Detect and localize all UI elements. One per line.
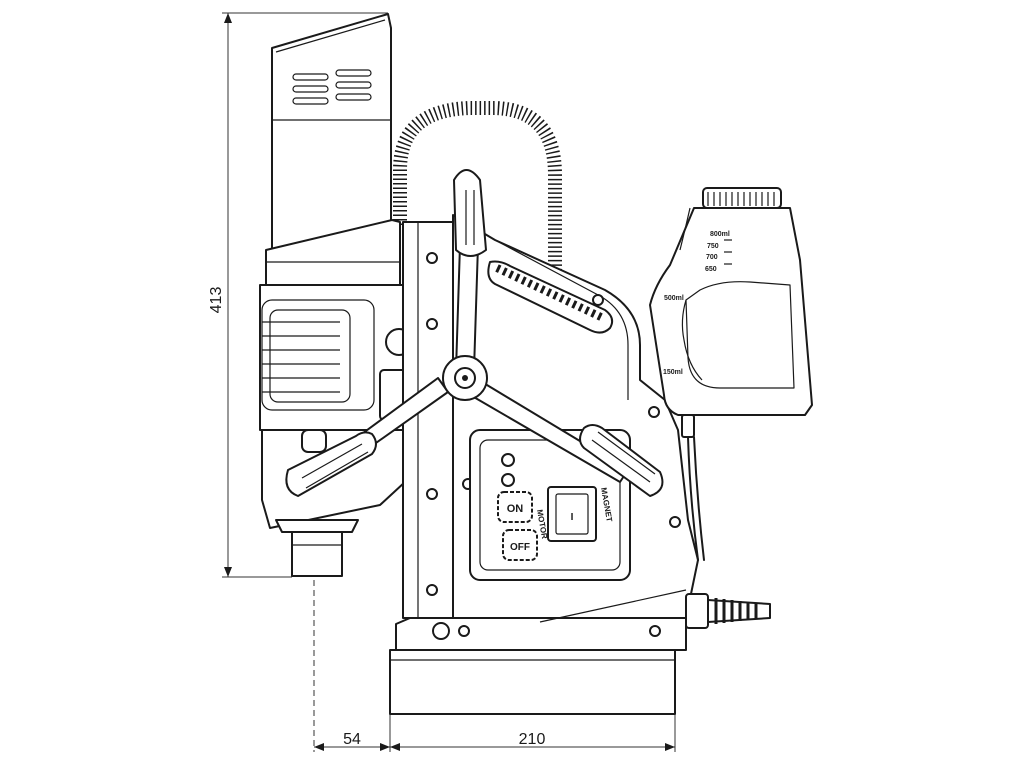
bottle-graduation-750: 750: [707, 243, 719, 250]
gearbox-ribs: [262, 321, 340, 393]
magnet-switch-mark: I: [571, 512, 574, 523]
height-dimension-label: 413: [208, 287, 225, 314]
magnet-base: [389, 617, 687, 715]
coolant-bottle: 800ml 750 700 650 500ml 150ml: [649, 187, 813, 561]
motor-on-button[interactable]: ON: [497, 491, 533, 523]
motor-off-button[interactable]: OFF: [502, 529, 538, 561]
motor-on-label: ON: [507, 503, 524, 515]
feed-handle-assembly[interactable]: [285, 169, 664, 497]
motor-off-label: OFF: [510, 542, 530, 553]
bottle-graduation-800: 800ml: [710, 231, 730, 238]
motor-housing: [265, 13, 401, 286]
handle-grip-band: [487, 260, 614, 334]
power-cable-strain-relief: [685, 593, 771, 629]
bottle-graduation-150: 150ml: [663, 369, 683, 376]
slide-column: [402, 221, 454, 619]
gearbox: [259, 284, 419, 529]
height-dimension: 413: [208, 12, 388, 578]
offset-dimension-label: 54: [343, 731, 361, 748]
bottle-graduation-650: 650: [705, 266, 717, 273]
bottle-graduation-500: 500ml: [664, 295, 684, 302]
bottom-dimensions: 54 210: [313, 530, 676, 752]
spindle: [275, 519, 359, 577]
bottle-graduation-700: 700: [706, 254, 718, 261]
control-panel: ON OFF MOTOR I MAGNET: [469, 429, 631, 581]
coolant-hose: [391, 99, 564, 396]
motor-vent-slots: [292, 69, 372, 105]
magnet-switch[interactable]: I: [547, 486, 597, 542]
base-width-dimension-label: 210: [519, 731, 546, 748]
